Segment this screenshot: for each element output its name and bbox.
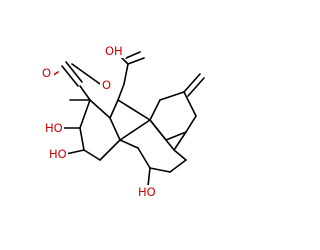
lower-ring-bond-2	[149, 167, 171, 173]
carbonyl-bond-c	[65, 61, 83, 83]
bridge-o-bond	[109, 99, 119, 119]
atom-labels: O O OH HO HO HO	[40, 44, 159, 199]
structure-diagram: O O OH HO HO HO	[40, 44, 205, 199]
central-bond-2	[119, 119, 151, 141]
lower-ring-bond-3	[169, 159, 187, 173]
ring-a-bond-2	[79, 127, 85, 151]
cooh-c-bond	[123, 63, 129, 85]
cooh-double-b	[125, 51, 141, 59]
lactone-c-o-bond	[71, 63, 101, 85]
lower-ring-bond-4	[173, 149, 187, 161]
carbonyl-bond-b	[61, 65, 79, 87]
carboxyl-c-bond	[117, 83, 125, 101]
ring-a-bond-3	[83, 149, 101, 161]
bicyclic-bond-1	[149, 99, 161, 121]
cq-carbonyl-bond	[79, 85, 91, 101]
central-bond-3	[119, 139, 139, 149]
ring-a-bond-6	[89, 99, 111, 119]
bicyclic-bond-3	[183, 91, 197, 117]
methylene-a	[183, 73, 201, 93]
carbonyl-oxygen-label: O	[42, 66, 51, 80]
ring-oxygen-label: O	[102, 78, 111, 92]
cooh-double-a	[127, 57, 145, 65]
central-bond-1	[117, 99, 151, 121]
hydroxy-upper-left-label: HO	[45, 121, 63, 135]
bond-set	[51, 51, 205, 187]
hydroxy-bottom-label: HO	[138, 185, 156, 199]
hydroxy-lower-left-label: HO	[49, 147, 67, 161]
methylene-b	[187, 77, 205, 97]
ring-a-bond-4	[99, 139, 121, 161]
lower-ring-bond-1	[137, 147, 151, 169]
oh-bond-bottom	[147, 167, 151, 187]
bicyclic-bond-4	[185, 115, 197, 133]
molecule-canvas: O O OH HO HO HO	[40, 44, 205, 199]
ring-a-bond-5	[109, 117, 121, 141]
bicyclic-bond-7	[149, 119, 175, 151]
oh-bond-lower	[65, 149, 85, 155]
bicyclic-bond-2	[159, 91, 185, 101]
bicyclic-bond-8	[173, 131, 187, 151]
bicyclic-bond-5	[165, 131, 187, 141]
ring-a-bond-1	[79, 99, 91, 129]
carboxyl-oh-label: OH	[105, 44, 123, 58]
